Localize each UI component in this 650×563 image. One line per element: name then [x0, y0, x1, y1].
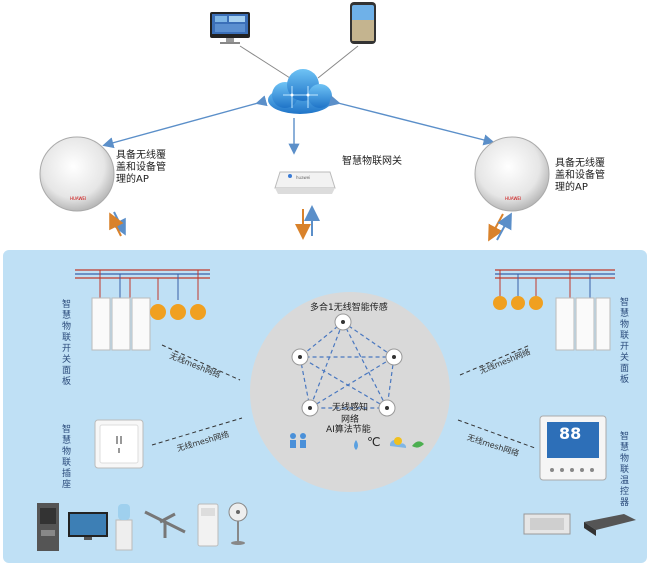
switch-panel-left-label: 智慧物联开关面板: [62, 300, 72, 387]
switch-panel-right-group: [493, 269, 615, 351]
ceiling-fan-icon: [144, 510, 186, 538]
star-network-icon: [297, 320, 397, 410]
gateway-router-icon: huawei: [274, 171, 336, 194]
air-purifier-icon: [197, 503, 219, 547]
temperature-unit: ℃: [367, 435, 381, 449]
cassette-ac-icon: [523, 513, 571, 535]
center-network-label: 无线感知网络: [331, 403, 368, 425]
smartphone-icon: [350, 2, 376, 44]
light-bulb-icon: [493, 296, 543, 310]
gateway-label: 智慧物联网关: [342, 156, 402, 167]
water-cooler-icon: [115, 504, 133, 551]
desktop-monitor-icon: [210, 12, 250, 44]
sun-icon: [394, 437, 402, 445]
water-drop-icon: [354, 440, 358, 450]
cloud-icon: [268, 69, 332, 114]
socket-label: 智慧物联插座: [62, 425, 72, 490]
svg-text:huawei: huawei: [296, 175, 310, 180]
water-dispenser-icon: [37, 503, 59, 551]
center-title: 多合1无线智能传感: [310, 303, 388, 313]
switch-panel-right-label: 智慧物联开关面板: [620, 298, 630, 385]
leaf-icon: [412, 441, 424, 448]
ap-left-label: 具备无线覆盖和设备管理的AP: [116, 150, 166, 185]
switch-panel-icon: [555, 297, 611, 351]
thermostat-label: 智慧物联温控器: [620, 432, 630, 508]
svg-text:HUAWEI: HUAWEI: [70, 196, 86, 201]
ap-right-label: 具备无线覆盖和设备管理的AP: [555, 158, 605, 193]
people-icon: [290, 433, 306, 448]
standing-fan-icon: [228, 502, 248, 545]
thermostat-icon: [539, 415, 607, 481]
ap-device-icon-left: HUAWEI: [39, 136, 115, 212]
ap-device-icon-right: HUAWEI: [474, 136, 550, 212]
thermostat-display: 88: [559, 424, 582, 443]
switch-panel-left-group: [75, 269, 210, 351]
switch-panel-icon: [91, 297, 151, 351]
socket-icon: [94, 419, 144, 469]
duct-ac-icon: [584, 514, 636, 536]
light-bulb-icon: [150, 304, 206, 320]
center-ai-label: AI算法节能: [326, 425, 371, 435]
tv-icon: [68, 512, 108, 540]
svg-text:HUAWEI: HUAWEI: [505, 196, 521, 201]
